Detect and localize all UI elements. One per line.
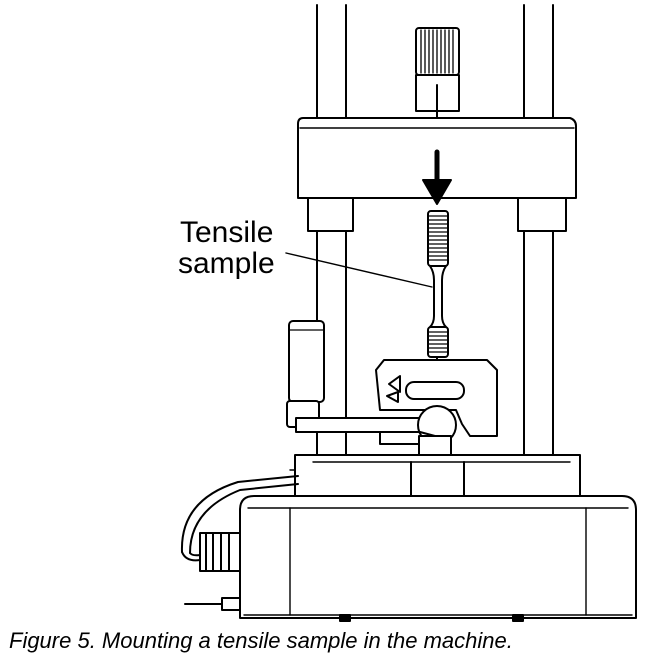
label-leader-line bbox=[285, 252, 433, 288]
tensile-sample-label-line1: Tensile bbox=[180, 216, 274, 249]
small-connector bbox=[184, 597, 241, 611]
cable-gland bbox=[199, 532, 241, 572]
bearing-blocks bbox=[307, 197, 567, 232]
tensile-sample bbox=[427, 210, 449, 358]
lever-handle bbox=[286, 320, 325, 428]
bold-down-arrow bbox=[422, 149, 452, 205]
lever-arm bbox=[295, 405, 457, 457]
figure-caption: Figure 5. Mounting a tensile sample in t… bbox=[9, 628, 513, 653]
tensile-sample-label-line2: sample bbox=[178, 247, 275, 280]
power-cable bbox=[180, 475, 299, 562]
lower-grip bbox=[375, 359, 498, 437]
base-top bbox=[289, 454, 581, 497]
tensile-machine-diagram bbox=[180, 4, 637, 622]
machine-base bbox=[239, 495, 637, 622]
